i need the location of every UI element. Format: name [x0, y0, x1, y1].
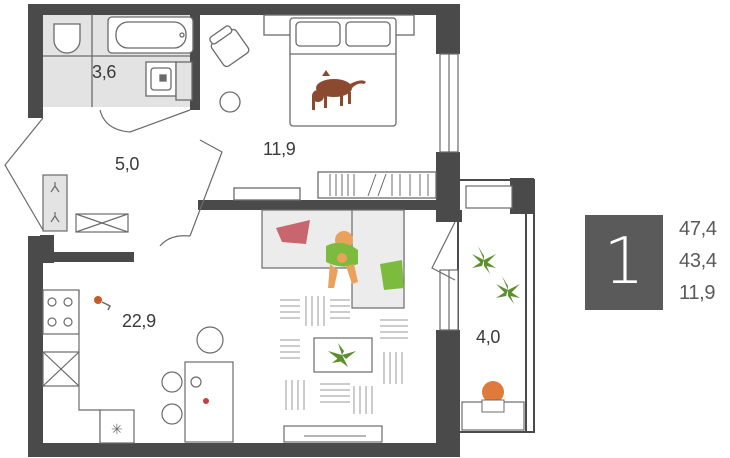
person-illustration: [326, 231, 358, 288]
doors: [4, 109, 456, 281]
kitchen-furniture: [42, 289, 234, 444]
hall-storage: [42, 174, 129, 233]
balcony-chair: [481, 381, 505, 413]
bedroom-wardrobe-hatch: [329, 173, 429, 197]
label-bedroom-area: 11,9: [263, 139, 296, 159]
label-hall-area: 5,0: [115, 154, 140, 174]
dog-illustration: [312, 70, 366, 110]
walls: [28, 4, 534, 457]
bathroom-fixtures: [43, 14, 194, 107]
cat-toy-icon: [94, 296, 112, 311]
label-bathroom-area: 3,6: [92, 62, 117, 82]
kitchen-area: 11,9: [679, 282, 716, 304]
rooms-count: 1: [603, 225, 645, 299]
balcony-plants: [472, 246, 520, 304]
tv-stand: [283, 425, 383, 443]
rooms-count-badge: 1: [585, 215, 663, 310]
table-plant: [328, 343, 356, 367]
fridge-snow-icon: ✳: [111, 422, 123, 438]
label-living-area: 22,9: [122, 311, 156, 331]
rug: [280, 296, 408, 414]
pillow-green-shape: [380, 260, 404, 290]
pillow-pink-shape: [276, 220, 310, 244]
total-area: 47,4: [679, 218, 717, 240]
living-area: 43,4: [679, 250, 717, 272]
table-item-dot: [203, 398, 209, 404]
bedroom-furniture: [209, 14, 437, 201]
label-balcony-area: 4,0: [476, 327, 501, 347]
windows: [439, 53, 513, 331]
